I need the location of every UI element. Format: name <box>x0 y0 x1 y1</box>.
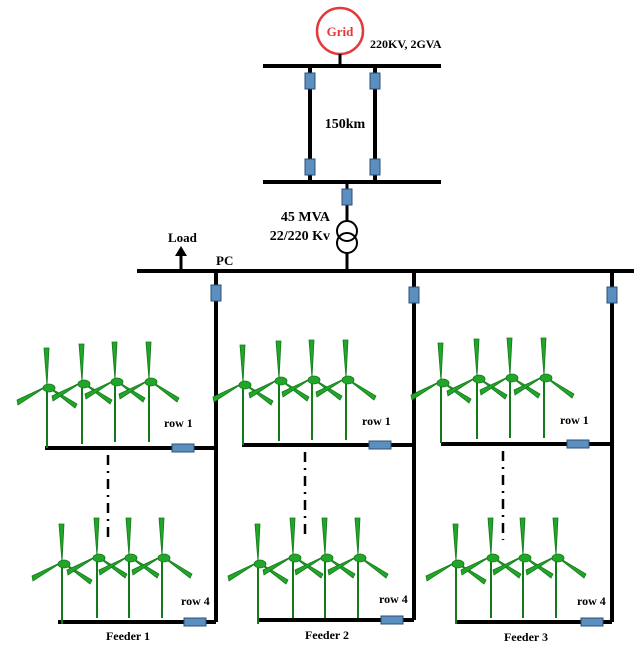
breaker <box>369 158 381 176</box>
line-length: 150km <box>325 117 366 132</box>
breaker <box>369 72 381 90</box>
breaker <box>304 72 316 90</box>
grid-source <box>315 6 365 66</box>
breaker <box>341 188 353 206</box>
row-label: row 1 <box>560 413 589 427</box>
load-label: Load <box>168 230 198 245</box>
grid-rating: 220KV, 2GVA <box>370 37 442 51</box>
grid-label: Grid <box>327 24 354 39</box>
turbine-row <box>227 517 389 625</box>
pc-label: PC <box>216 253 233 268</box>
load-arrow <box>175 246 187 271</box>
turbine-row <box>16 341 180 449</box>
breaker <box>566 439 590 449</box>
breaker <box>210 284 222 302</box>
breaker <box>304 158 316 176</box>
turbine-row <box>31 517 193 625</box>
turbine-row <box>212 339 377 446</box>
breaker <box>171 443 195 453</box>
feeder-label: Feeder 3 <box>504 630 548 644</box>
row-label: row 4 <box>181 594 210 608</box>
row-label: row 4 <box>379 592 408 606</box>
feeder-label: Feeder 2 <box>305 628 349 642</box>
turbine-row <box>425 517 587 625</box>
transformer-ratio: 22/220 Kv <box>270 229 330 244</box>
breaker <box>606 286 618 304</box>
row-label: row 4 <box>577 594 606 608</box>
breaker <box>380 615 404 625</box>
breaker <box>183 617 207 627</box>
row-label: row 1 <box>164 416 193 430</box>
breaker <box>368 440 392 450</box>
turbine-row <box>410 337 575 444</box>
transformer-power: 45 MVA <box>281 210 331 225</box>
row-label: row 1 <box>362 414 391 428</box>
breaker <box>408 286 420 304</box>
breaker <box>580 617 604 627</box>
feeder-label: Feeder 1 <box>106 629 150 643</box>
